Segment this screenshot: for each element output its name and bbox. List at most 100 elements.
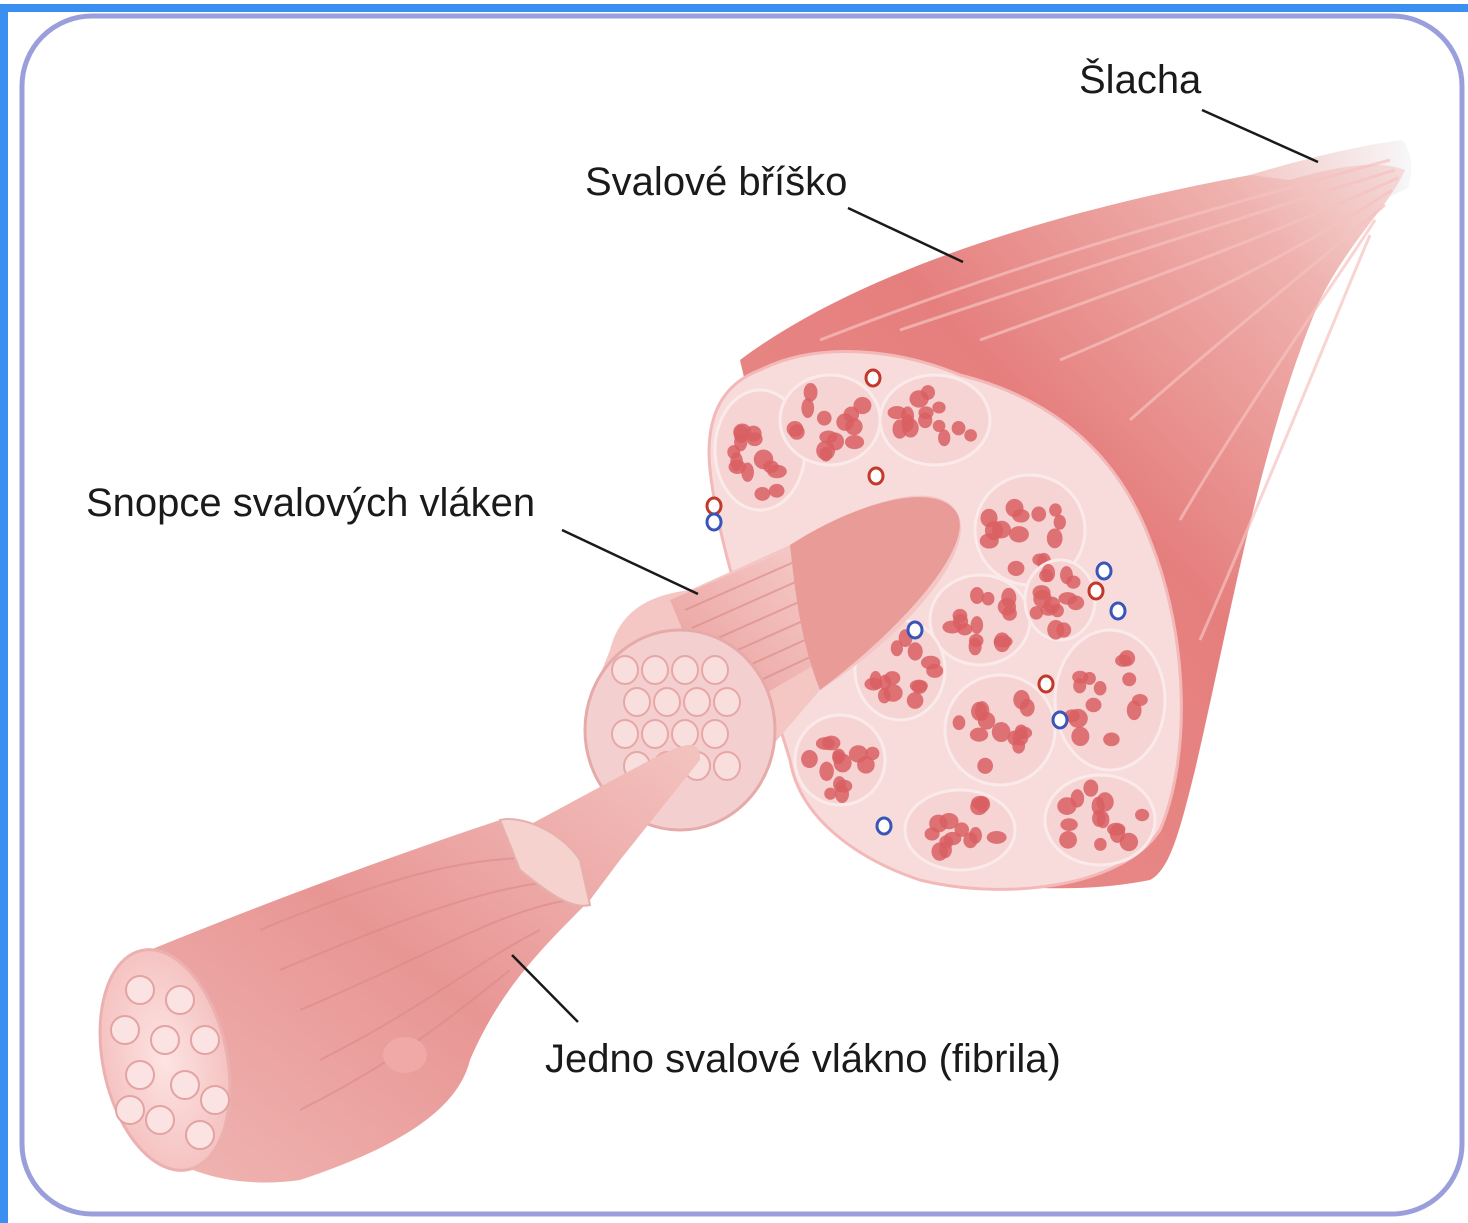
muscle-fiber-section: [982, 592, 995, 606]
muscle-fiber-section: [977, 758, 993, 774]
muscle-fiber-section: [733, 424, 751, 441]
muscle-fiber-section: [1094, 838, 1107, 851]
muscle-fiber-section: [763, 460, 779, 473]
muscle-fiber-section: [804, 383, 818, 402]
label-single-fiber: Jedno svalové vlákno (fibrila): [545, 1039, 1061, 1079]
muscle-fiber-section: [953, 715, 966, 730]
muscle-fiber-section: [853, 397, 871, 414]
vein-icon: [1111, 603, 1125, 619]
myofibril-section: [642, 656, 668, 684]
muscle-fiber-section: [817, 411, 832, 426]
myofibril-section: [612, 656, 638, 684]
myofibril-section: [684, 688, 710, 716]
artery-icon: [1089, 583, 1103, 599]
muscle-fiber-section: [975, 796, 990, 812]
muscle-fiber-section: [1047, 620, 1064, 640]
myofibril-section: [111, 1016, 139, 1044]
myofibril-section: [624, 688, 650, 716]
muscle-fiber-section: [741, 463, 754, 482]
muscle-fiber-section: [957, 623, 972, 635]
muscle-fiber-section: [938, 429, 950, 446]
muscle-fiber-section: [787, 421, 804, 437]
muscle-fiber-section: [1103, 733, 1120, 747]
fiber-bundle: [880, 375, 990, 465]
vein-icon: [707, 514, 721, 530]
muscle-fiber-section: [820, 447, 832, 462]
muscle-fiber-section: [1057, 797, 1076, 815]
vein-icon: [1053, 712, 1067, 728]
muscle-fiber-section: [827, 433, 844, 451]
myofibril-section: [166, 986, 194, 1014]
muscle-fiber-section: [971, 702, 987, 721]
muscle-fiber-section: [849, 745, 868, 762]
muscle-fiber-section: [994, 632, 1011, 652]
muscle-fiber-section: [939, 841, 952, 858]
myofibril-section: [116, 1096, 144, 1124]
muscle-fiber-section: [1083, 779, 1098, 796]
muscle-fiber-section: [1033, 590, 1051, 608]
muscle-fiber-section: [1092, 810, 1106, 827]
myofibril-section: [654, 688, 680, 716]
myofibril-section: [171, 1071, 199, 1099]
label-tendon: Šlacha: [1079, 60, 1201, 100]
muscle-fiber-section: [1068, 709, 1088, 728]
muscle-fiber-section: [1020, 699, 1035, 717]
artery-icon: [707, 498, 721, 514]
muscle-fiber-section: [833, 776, 846, 792]
muscle-fiber-section: [1002, 606, 1017, 621]
muscle-fiber-section: [1049, 503, 1062, 516]
muscle-fiber-section: [1012, 509, 1029, 522]
muscle-fiber-section: [822, 736, 840, 751]
muscle-fiber-section: [1054, 515, 1066, 530]
muscle-fiber-section: [866, 747, 880, 760]
muscle-fiber-section: [926, 664, 943, 678]
muscle-fiber-section: [939, 813, 958, 829]
muscle-fiber-section: [819, 762, 833, 781]
artery-icon: [866, 370, 880, 386]
muscle-fiber-section: [969, 827, 982, 844]
muscle-fiber-section: [1059, 831, 1077, 849]
myofibril-section: [146, 1106, 174, 1134]
myofibril-section: [201, 1086, 229, 1114]
muscle-fiber-section: [1047, 528, 1063, 548]
muscle-fiber-section: [1071, 727, 1089, 746]
muscle-fiber-section: [891, 640, 903, 656]
muscle-fiber-section: [1132, 694, 1148, 706]
muscle-fiber-section: [925, 827, 940, 840]
vein-icon: [908, 622, 922, 638]
myofibril-section: [642, 720, 668, 748]
muscle-fiber-section: [1008, 561, 1025, 576]
muscle-fiber-section: [992, 521, 1011, 539]
muscle-fiber-section: [909, 390, 928, 407]
muscle-fiber-section: [836, 413, 854, 431]
muscle-fiber-section: [907, 692, 924, 709]
muscle-fiber-section: [1031, 506, 1046, 521]
muscle-fiber-section: [864, 678, 882, 691]
muscle-fiber-section: [908, 642, 923, 660]
label-fascicle: Snopce svalových vláken: [86, 483, 535, 523]
muscle-fiber-section: [845, 435, 864, 449]
muscle-fiber-section: [801, 750, 818, 768]
muscle-fiber-section: [754, 487, 770, 501]
muscle-fiber-section: [1110, 824, 1125, 843]
muscle-fiber-section: [964, 429, 977, 442]
muscle-fiber-section: [987, 831, 1007, 844]
muscle-fiber-section: [1086, 698, 1102, 712]
myofibril-section: [126, 976, 154, 1004]
muscle-fiber-section: [1135, 809, 1149, 821]
muscle-fiber-section: [832, 749, 845, 764]
muscle-fiber-section: [970, 587, 984, 604]
muscle-fiber-section: [1066, 575, 1080, 588]
muscle-fiber-section: [953, 609, 968, 623]
myofibril-section: [672, 720, 698, 748]
artery-icon: [1039, 676, 1053, 692]
myofibril-section: [702, 656, 728, 684]
myofibril-section: [191, 1026, 219, 1054]
muscle-fiber-section: [1122, 672, 1136, 686]
vein-icon: [1097, 563, 1111, 579]
label-muscle-belly: Svalové bříško: [585, 162, 847, 202]
muscle-fiber-section: [970, 728, 988, 742]
muscle-fiber-section: [1030, 606, 1043, 619]
muscle-fiber-section: [1094, 681, 1107, 695]
